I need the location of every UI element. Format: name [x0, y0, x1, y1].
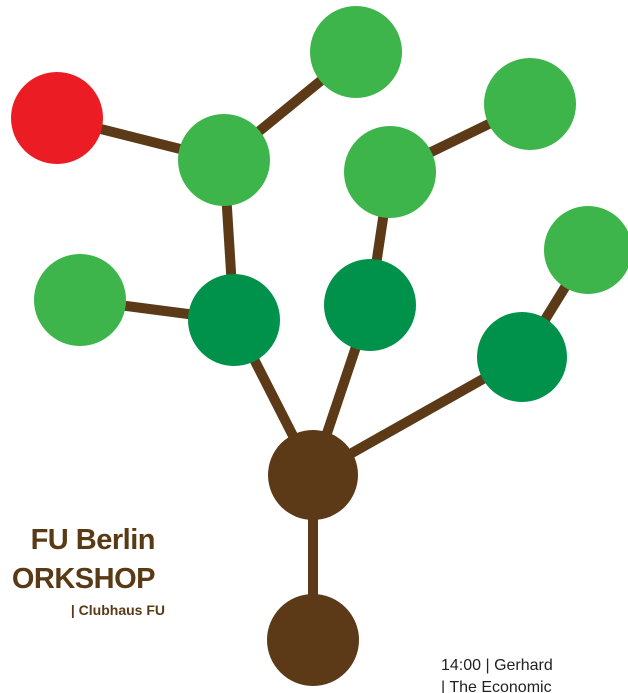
leaf-node-light	[484, 58, 576, 150]
event-host-title: FU Berlin	[30, 524, 156, 556]
event-venue: | Clubhaus FU	[70, 602, 165, 618]
schedule-line-time-speaker: 14:00 | Gerhard	[441, 657, 553, 674]
leaf-node-dark	[188, 274, 280, 366]
highlight-node-red	[11, 72, 103, 164]
tree-nodes	[11, 6, 628, 686]
leaf-node-dark	[324, 259, 416, 351]
root-node	[267, 594, 359, 686]
trunk-node	[268, 430, 358, 520]
leaf-node-dark	[477, 312, 567, 402]
leaf-node-light	[544, 206, 628, 294]
leaf-node-light	[344, 126, 436, 218]
leaf-node-light	[34, 254, 126, 346]
schedule-line-talk: | The Economic	[441, 679, 552, 693]
leaf-node-light	[178, 114, 270, 206]
leaf-node-light	[310, 6, 402, 98]
event-type-title: ORKSHOP	[11, 563, 156, 595]
schedule-block: 14:00 | Gerhard | The Economic	[441, 655, 553, 693]
